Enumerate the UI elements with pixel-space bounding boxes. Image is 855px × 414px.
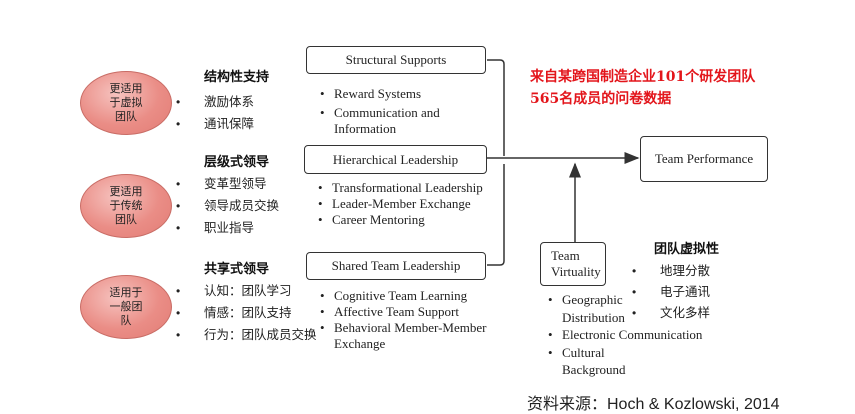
zh-item: 电子通讯: [632, 282, 719, 303]
zh-group-virtuality: 团队虚拟性 地理分散 电子通讯 文化多样: [632, 238, 719, 324]
en-item: Cognitive Team Learning: [320, 288, 488, 304]
zh-heading: 共享式领导: [204, 261, 270, 276]
en-item: Reward Systems: [320, 86, 480, 102]
zh-item: 职业指导: [176, 217, 279, 239]
box-team-virtuality: Team Virtuality: [540, 242, 606, 286]
en-item: Transformational Leadership: [318, 180, 498, 196]
zh-item: 激励体系: [176, 91, 269, 113]
en-item: Cultural Background: [548, 344, 642, 379]
zh-item: 文化多样: [632, 303, 719, 324]
zh-item: 情感：团队支持: [176, 302, 317, 324]
en-list-hierarchical: Transformational Leadership Leader-Membe…: [318, 180, 498, 228]
zh-group-structural: 结构性支持 激励体系 通讯保障: [176, 66, 269, 135]
shared-connector: [487, 164, 505, 266]
box-shared-team-leadership: Shared Team Leadership: [306, 252, 486, 280]
en-list-shared: Cognitive Team Learning Affective Team S…: [320, 288, 488, 352]
oval-virtual-teams: 更适用 于虚拟 团队: [80, 71, 172, 135]
zh-item: 地理分散: [632, 261, 719, 282]
en-list-virtuality: Geographic Distribution Electronic Commu…: [548, 291, 718, 379]
note-line-2: 565名成员的问卷数据: [530, 91, 672, 107]
zh-item: 认知：团队学习: [176, 280, 317, 302]
zh-item: 变革型领导: [176, 173, 279, 195]
data-source-note: 来自某跨国制造企业101个研发团队 565名成员的问卷数据: [530, 66, 755, 110]
en-item: Behavioral Member-Member Exchange: [320, 320, 488, 352]
zh-group-hierarchical: 层级式领导 变革型领导 领导成员交换 职业指导: [176, 151, 279, 239]
note-line-1: 来自某跨国制造企业101个研发团队: [530, 69, 756, 85]
box-hierarchical-leadership: Hierarchical Leadership: [304, 145, 487, 174]
zh-item: 通讯保障: [176, 113, 269, 135]
zh-item: 行为：团队成员交换: [176, 324, 317, 346]
en-item: Communication and Information: [320, 105, 480, 137]
en-item: Affective Team Support: [320, 304, 488, 320]
zh-heading: 层级式领导: [204, 154, 270, 169]
box-structural-supports: Structural Supports: [306, 46, 486, 74]
zh-heading: 团队虚拟性: [654, 241, 720, 256]
zh-heading: 结构性支持: [204, 69, 270, 84]
en-item: Career Mentoring: [318, 212, 498, 228]
zh-item: 领导成员交换: [176, 195, 279, 217]
en-list-structural: Reward Systems Communication and Informa…: [320, 86, 480, 137]
oval-general-teams: 适用于 一般团 队: [80, 275, 172, 339]
source-caption: 资料来源：Hoch & Kozlowski, 2014: [527, 396, 780, 413]
zh-group-shared: 共享式领导 认知：团队学习 情感：团队支持 行为：团队成员交换: [176, 258, 317, 346]
en-item: Leader-Member Exchange: [318, 196, 498, 212]
en-item: Electronic Communication: [548, 326, 718, 344]
en-item: Geographic Distribution: [548, 291, 657, 326]
oval-traditional-teams: 更适用 于传统 团队: [80, 174, 172, 238]
structural-connector: [487, 59, 505, 156]
box-team-performance: Team Performance: [640, 136, 768, 182]
